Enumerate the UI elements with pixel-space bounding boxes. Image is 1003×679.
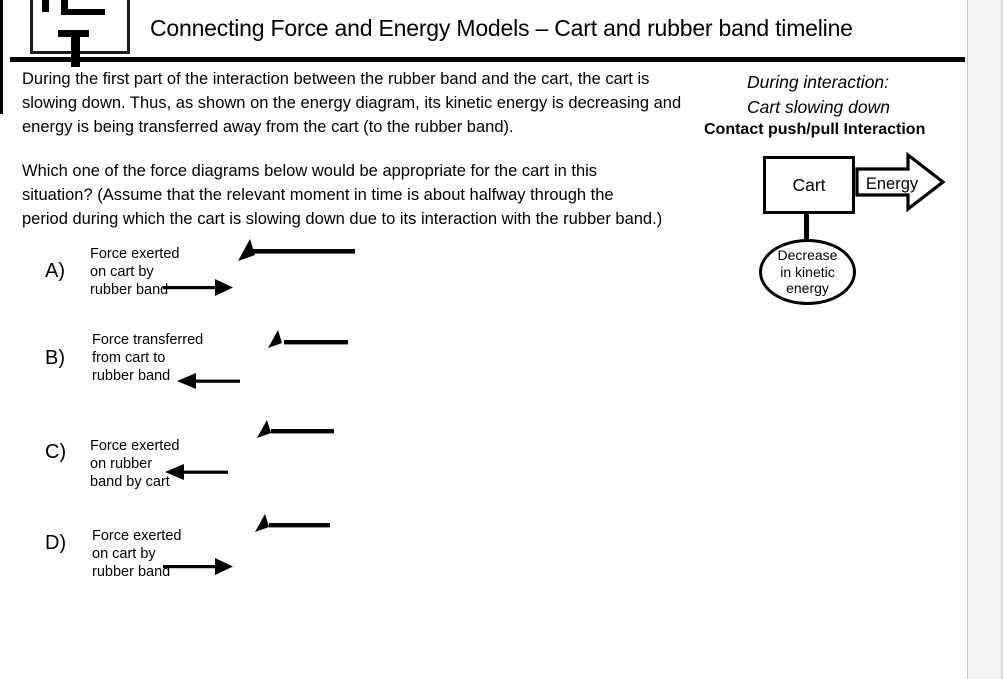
option-b-label-arrow-left-icon bbox=[177, 373, 240, 389]
option-a-letter: A) bbox=[45, 260, 65, 282]
option-c-label-line: Force exerted bbox=[90, 438, 180, 454]
cart-box: Cart bbox=[763, 156, 855, 214]
option-c-label: Force exerted on rubber band by cart bbox=[90, 437, 179, 491]
option-d-label: Force exerted on cart by rubber band bbox=[92, 527, 181, 581]
option-c-force-vector-arrow-icon bbox=[257, 420, 334, 438]
option-a-label-line: Force exerted bbox=[90, 246, 180, 262]
option-b-label-line: from cart to bbox=[92, 350, 166, 366]
energy-flow-arrow-icon bbox=[855, 151, 946, 213]
option-d-label-line: on cart by bbox=[92, 546, 156, 562]
logo-letter-t-bar bbox=[58, 30, 89, 37]
question-line: period during which the cart is slowing … bbox=[22, 210, 663, 228]
logo-letter-t-stem bbox=[71, 36, 80, 67]
title-divider-rule bbox=[10, 57, 965, 62]
option-c-label-arrow-left-icon bbox=[165, 464, 228, 480]
option-b-label-line: Force transferred bbox=[92, 332, 204, 348]
intro-paragraph: During the first part of the interaction… bbox=[22, 67, 681, 139]
option-a-label-arrow-right-icon bbox=[163, 279, 233, 296]
option-b-label-line: rubber band bbox=[92, 368, 171, 384]
option-d-label-arrow-right-icon bbox=[163, 558, 233, 575]
intro-line: slowing down. Thus, as shown on the ener… bbox=[22, 94, 682, 112]
bubble-line: in kinetic bbox=[780, 263, 835, 280]
logo-glyph-fragment bbox=[61, 0, 68, 14]
interaction-type-label: Contact push/pull Interaction bbox=[704, 121, 926, 138]
option-a-force-vector-arrow-icon bbox=[238, 239, 355, 261]
bubble-line: energy bbox=[786, 280, 829, 297]
option-c-label-line: on rubber bbox=[90, 456, 153, 472]
diagram-connector-line bbox=[804, 213, 809, 241]
logo-glyph-fragment bbox=[42, 0, 49, 12]
option-c-letter: C) bbox=[45, 441, 67, 463]
question-line: situation? (Assume that the relevant mom… bbox=[22, 186, 614, 204]
energy-flow-label: Energy bbox=[865, 175, 919, 193]
option-a-label: Force exerted on cart by rubber band bbox=[90, 245, 179, 299]
cart-label: Cart bbox=[792, 174, 826, 195]
option-a-label-line: rubber band bbox=[90, 282, 169, 298]
option-a-label-line: on cart by bbox=[90, 264, 154, 280]
option-c-label-line: band by cart bbox=[90, 474, 170, 490]
page-edge-mark bbox=[0, 0, 3, 114]
question-paragraph: Which one of the force diagrams below wo… bbox=[22, 159, 662, 231]
interaction-phase-note-line1: During interaction: bbox=[747, 72, 890, 92]
logo-glyph-fragment bbox=[61, 9, 105, 15]
question-line: Which one of the force diagrams below wo… bbox=[22, 162, 598, 180]
option-d-label-line: rubber band bbox=[92, 564, 171, 580]
kinetic-energy-bubble: Decrease in kinetic energy bbox=[759, 239, 856, 305]
intro-line: energy is being transferred away from th… bbox=[22, 118, 514, 136]
option-d-letter: D) bbox=[45, 532, 67, 554]
interaction-phase-note-line2: Cart slowing down bbox=[747, 97, 890, 117]
option-b-letter: B) bbox=[45, 347, 65, 369]
right-gutter bbox=[967, 0, 1003, 679]
slide-title: Connecting Force and Energy Models – Car… bbox=[150, 15, 853, 41]
intro-line: During the first part of the interaction… bbox=[22, 70, 650, 88]
option-b-label: Force transferred from cart to rubber ba… bbox=[92, 331, 203, 385]
option-d-label-line: Force exerted bbox=[92, 528, 182, 544]
option-d-force-vector-arrow-icon bbox=[255, 514, 330, 532]
bubble-line: Decrease bbox=[777, 247, 838, 264]
option-b-force-vector-arrow-icon bbox=[268, 330, 348, 348]
